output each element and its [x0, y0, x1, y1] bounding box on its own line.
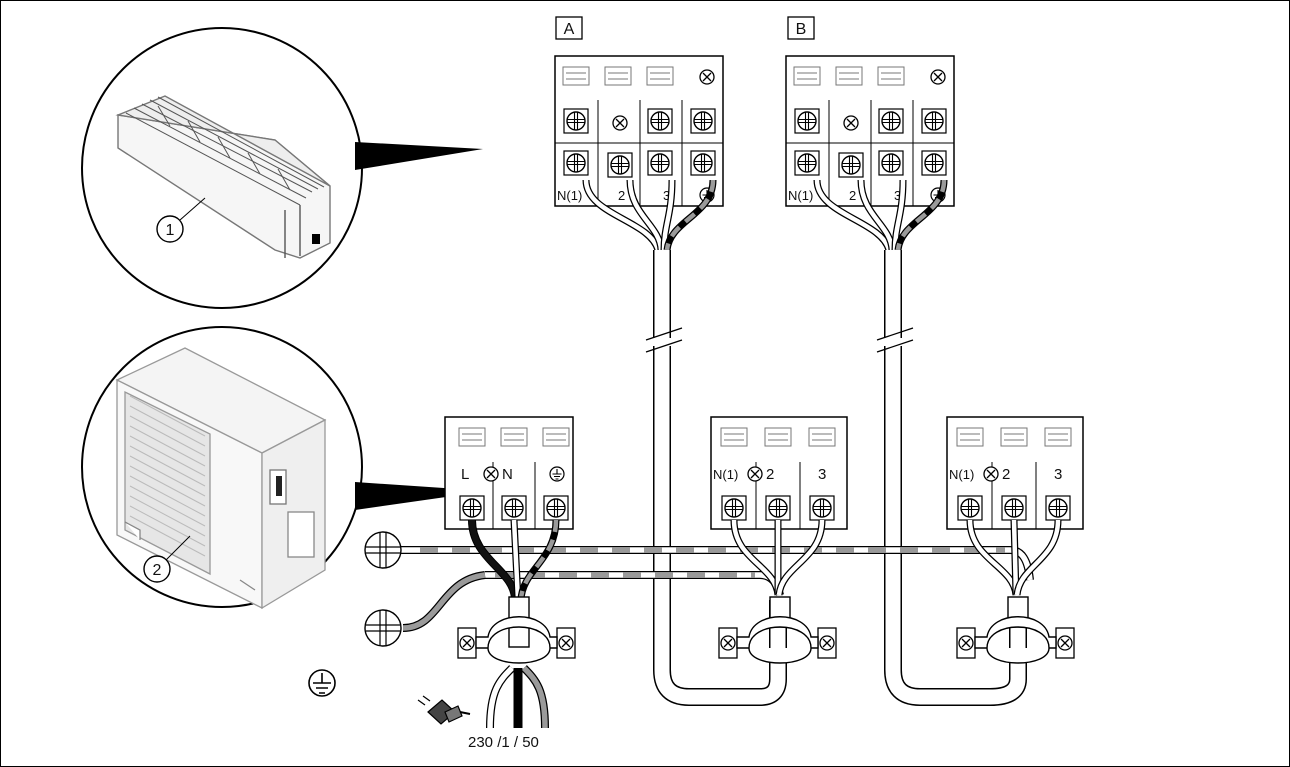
- junction1-2: 2: [766, 466, 774, 483]
- junction1-wires: [730, 519, 826, 596]
- junction-terminal-block-2: N(1) 2 3: [946, 416, 1084, 530]
- label-a: A: [564, 21, 575, 38]
- junction2-wires: [966, 519, 1062, 596]
- terminal-a-3: 3: [663, 188, 670, 203]
- power-supply-label: 230 /1 / 50: [468, 734, 539, 751]
- outdoor-wires: [468, 519, 560, 601]
- cable-a: [582, 179, 787, 706]
- mains-plug-icon: [417, 695, 471, 725]
- junction1-3: 3: [818, 466, 826, 483]
- outdoor-unit-circle: 2: [81, 326, 488, 610]
- cross-screw-icon: [699, 69, 715, 85]
- outdoor-terminal-block: L N: [444, 416, 574, 530]
- label-box-a: [555, 16, 583, 40]
- label-box-b: [787, 16, 815, 40]
- earth-screw-upper: [364, 531, 402, 569]
- cable-clamp-junction-2: [956, 596, 1075, 664]
- callout-2: 2: [153, 562, 162, 579]
- mains-supply-wires: [486, 665, 549, 729]
- earth-ground-icon: [308, 669, 336, 697]
- junction-terminal-block-1: N(1) 2 3: [710, 416, 848, 530]
- cable-clamp-junction-1: [718, 596, 837, 664]
- indoor-terminal-block-a: A N(1) 2 3: [554, 16, 724, 207]
- outdoor-unit-icon: [115, 347, 327, 610]
- indoor-unit-circle: 1: [81, 27, 483, 309]
- indoor-unit-icon: [115, 95, 331, 259]
- earth-screw-lower: [364, 609, 402, 647]
- junction2-2: 2: [1002, 466, 1010, 483]
- terminal-l: L: [461, 466, 469, 483]
- terminal-b-2: 2: [849, 188, 856, 203]
- junction1-n1: N(1): [713, 467, 738, 482]
- terminal-n: N: [502, 466, 513, 483]
- terminal-a-2: 2: [618, 188, 625, 203]
- terminal-b-3: 3: [894, 188, 901, 203]
- junction2-n1: N(1): [949, 467, 974, 482]
- terminal-b-n1: N(1): [788, 188, 813, 203]
- terminal-a-n1: N(1): [557, 188, 582, 203]
- label-b: B: [796, 21, 807, 38]
- cable-clamp-outdoor: [457, 596, 576, 664]
- junction2-3: 3: [1054, 466, 1062, 483]
- callout-1: 1: [166, 222, 175, 239]
- cable-b: [813, 179, 1027, 706]
